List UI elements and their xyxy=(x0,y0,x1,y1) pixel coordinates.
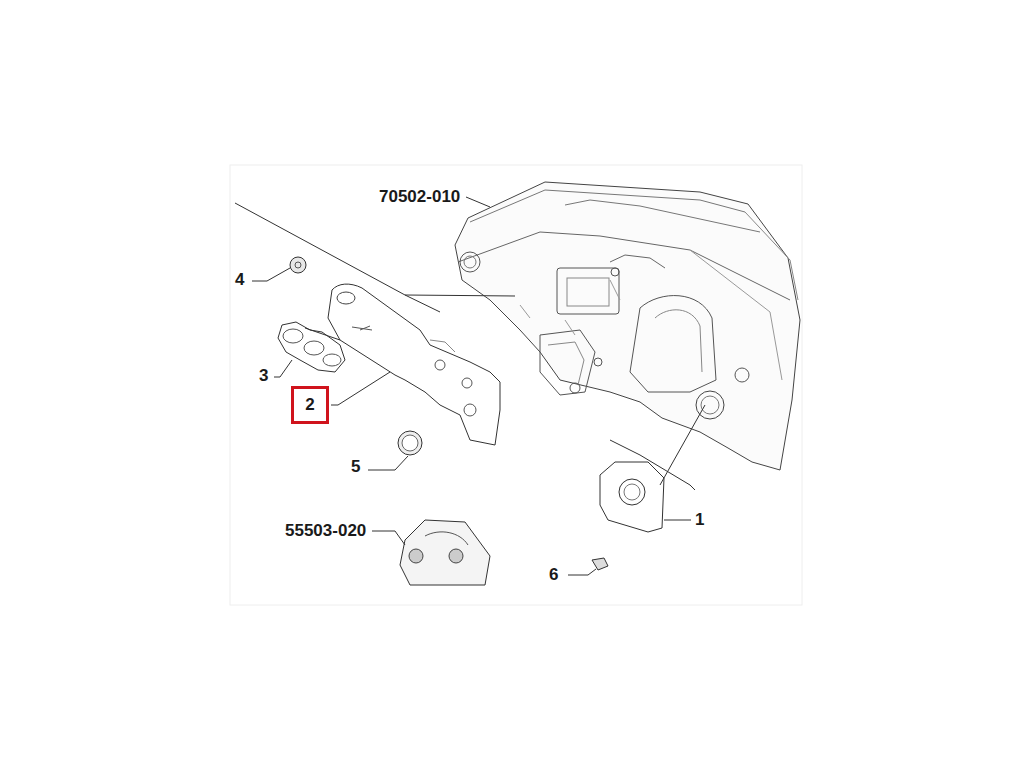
callout-number: 2 xyxy=(305,395,314,415)
callout-number: 4 xyxy=(235,270,244,290)
callout-number: 5 xyxy=(351,457,360,477)
part-number: 55503-020 xyxy=(285,521,366,541)
callout-number: 6 xyxy=(549,565,558,585)
part-number: 70502-010 xyxy=(379,187,460,207)
highlight-box: 2 xyxy=(291,386,329,424)
callout-number: 1 xyxy=(695,510,704,530)
callout-number: 3 xyxy=(259,366,268,386)
